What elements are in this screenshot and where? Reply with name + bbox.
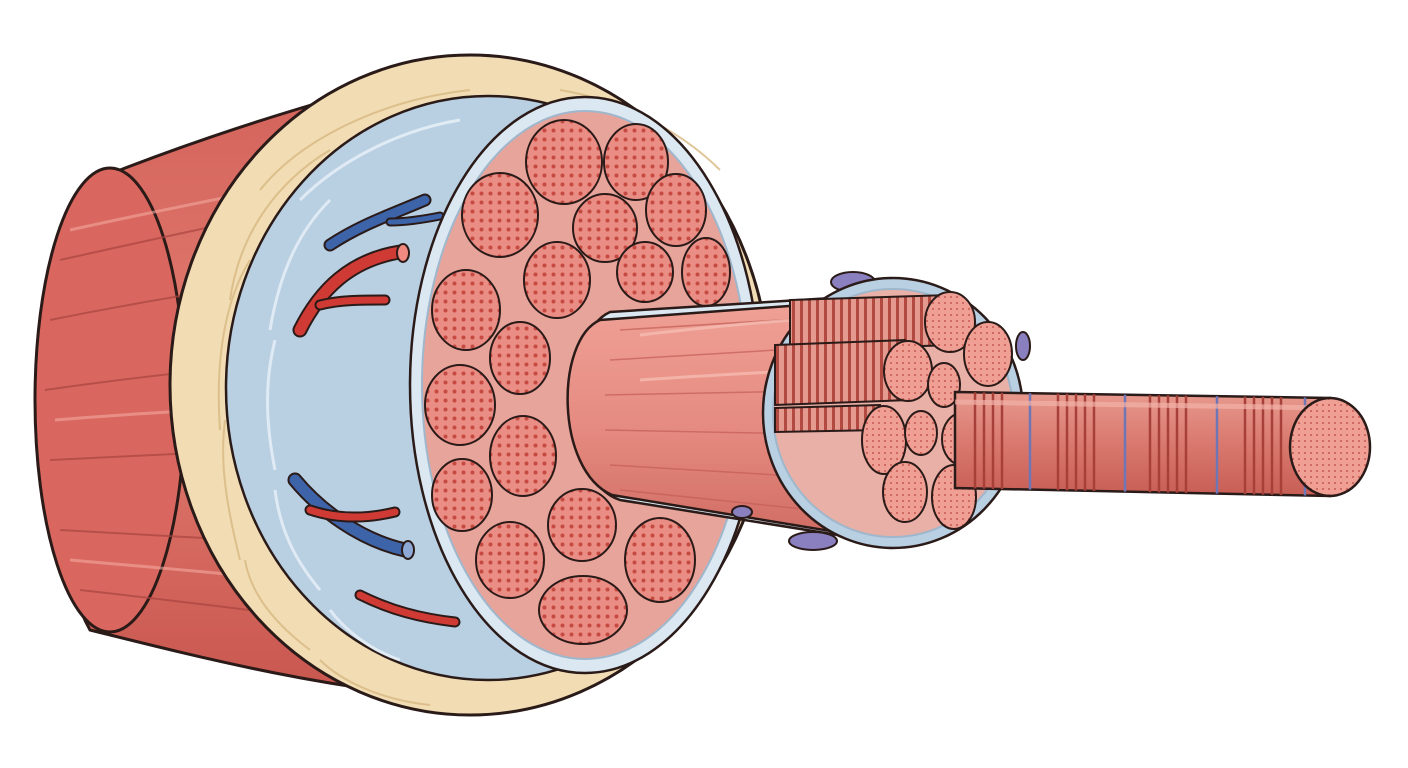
myofibril-icon: [953, 390, 1372, 498]
fascicle-icon: [408, 95, 762, 675]
blood-vessel-icon: [287, 193, 461, 628]
